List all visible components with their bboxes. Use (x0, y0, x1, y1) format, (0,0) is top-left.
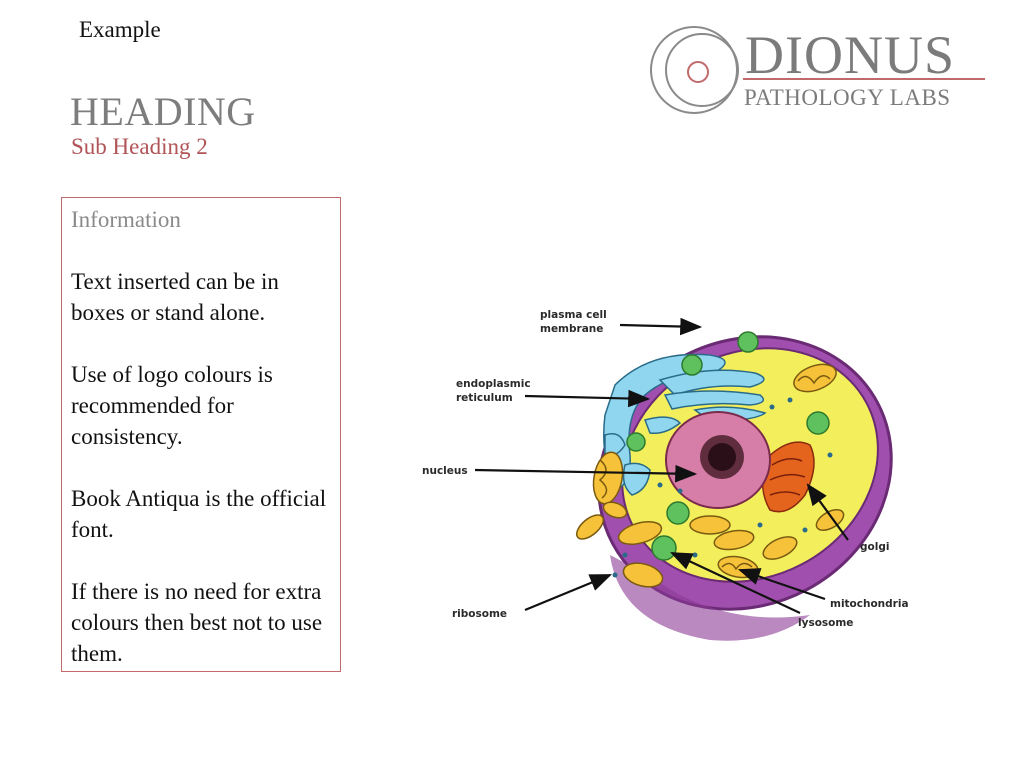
label-plasma-line2: membrane (540, 323, 603, 335)
nucleus (665, 411, 771, 509)
label-er-line1: endoplasmic (456, 378, 531, 390)
plasma-membrane-arrow (619, 317, 703, 336)
green-vesicles (626, 331, 830, 561)
info-paragraph: If there is no need for extra colours th… (71, 579, 323, 666)
label-nucleus: nucleus (422, 465, 468, 477)
label-golgi: golgi (860, 541, 889, 553)
nucleus-arrow (474, 464, 698, 483)
page-subheading: Sub Heading 2 (71, 134, 208, 159)
info-paragraph: Use of logo colours is recommended for c… (71, 362, 273, 449)
logo-name: DIONUS (745, 25, 956, 85)
information-box: Information Text inserted can be in boxe… (61, 197, 341, 672)
label-plasma-line1: plasma cell (540, 309, 607, 321)
label-mitochondria: mitochondria (830, 598, 909, 610)
info-paragraph: Book Antiqua is the official font. (71, 486, 327, 542)
golgi-arrow (806, 483, 849, 541)
ribosome-arrow (524, 573, 613, 612)
company-logo: DIONUS PATHOLOGY LABS (650, 25, 990, 115)
ribosomes (612, 397, 833, 578)
er-arrow (524, 389, 651, 408)
example-label: Example (79, 17, 161, 42)
label-er-line2: reticulum (456, 392, 513, 404)
lysosome-arrow (670, 552, 801, 614)
lysosomes (575, 501, 845, 588)
mitochondria-arrow (737, 568, 826, 601)
label-ribosome: ribosome (452, 608, 507, 620)
logo-divider (743, 78, 985, 80)
label-lysosome: lysosome (798, 617, 853, 629)
info-paragraph: Text inserted can be in boxes or stand a… (71, 269, 279, 325)
logo-tagline: PATHOLOGY LABS (744, 85, 951, 110)
animal-cell-diagram: plasma cell membrane endoplasmic reticul… (410, 295, 940, 655)
information-title: Information (71, 207, 181, 232)
logo-rings-icon (650, 26, 739, 114)
page-heading: HEADING (70, 89, 256, 134)
golgi-apparatus (761, 441, 815, 513)
